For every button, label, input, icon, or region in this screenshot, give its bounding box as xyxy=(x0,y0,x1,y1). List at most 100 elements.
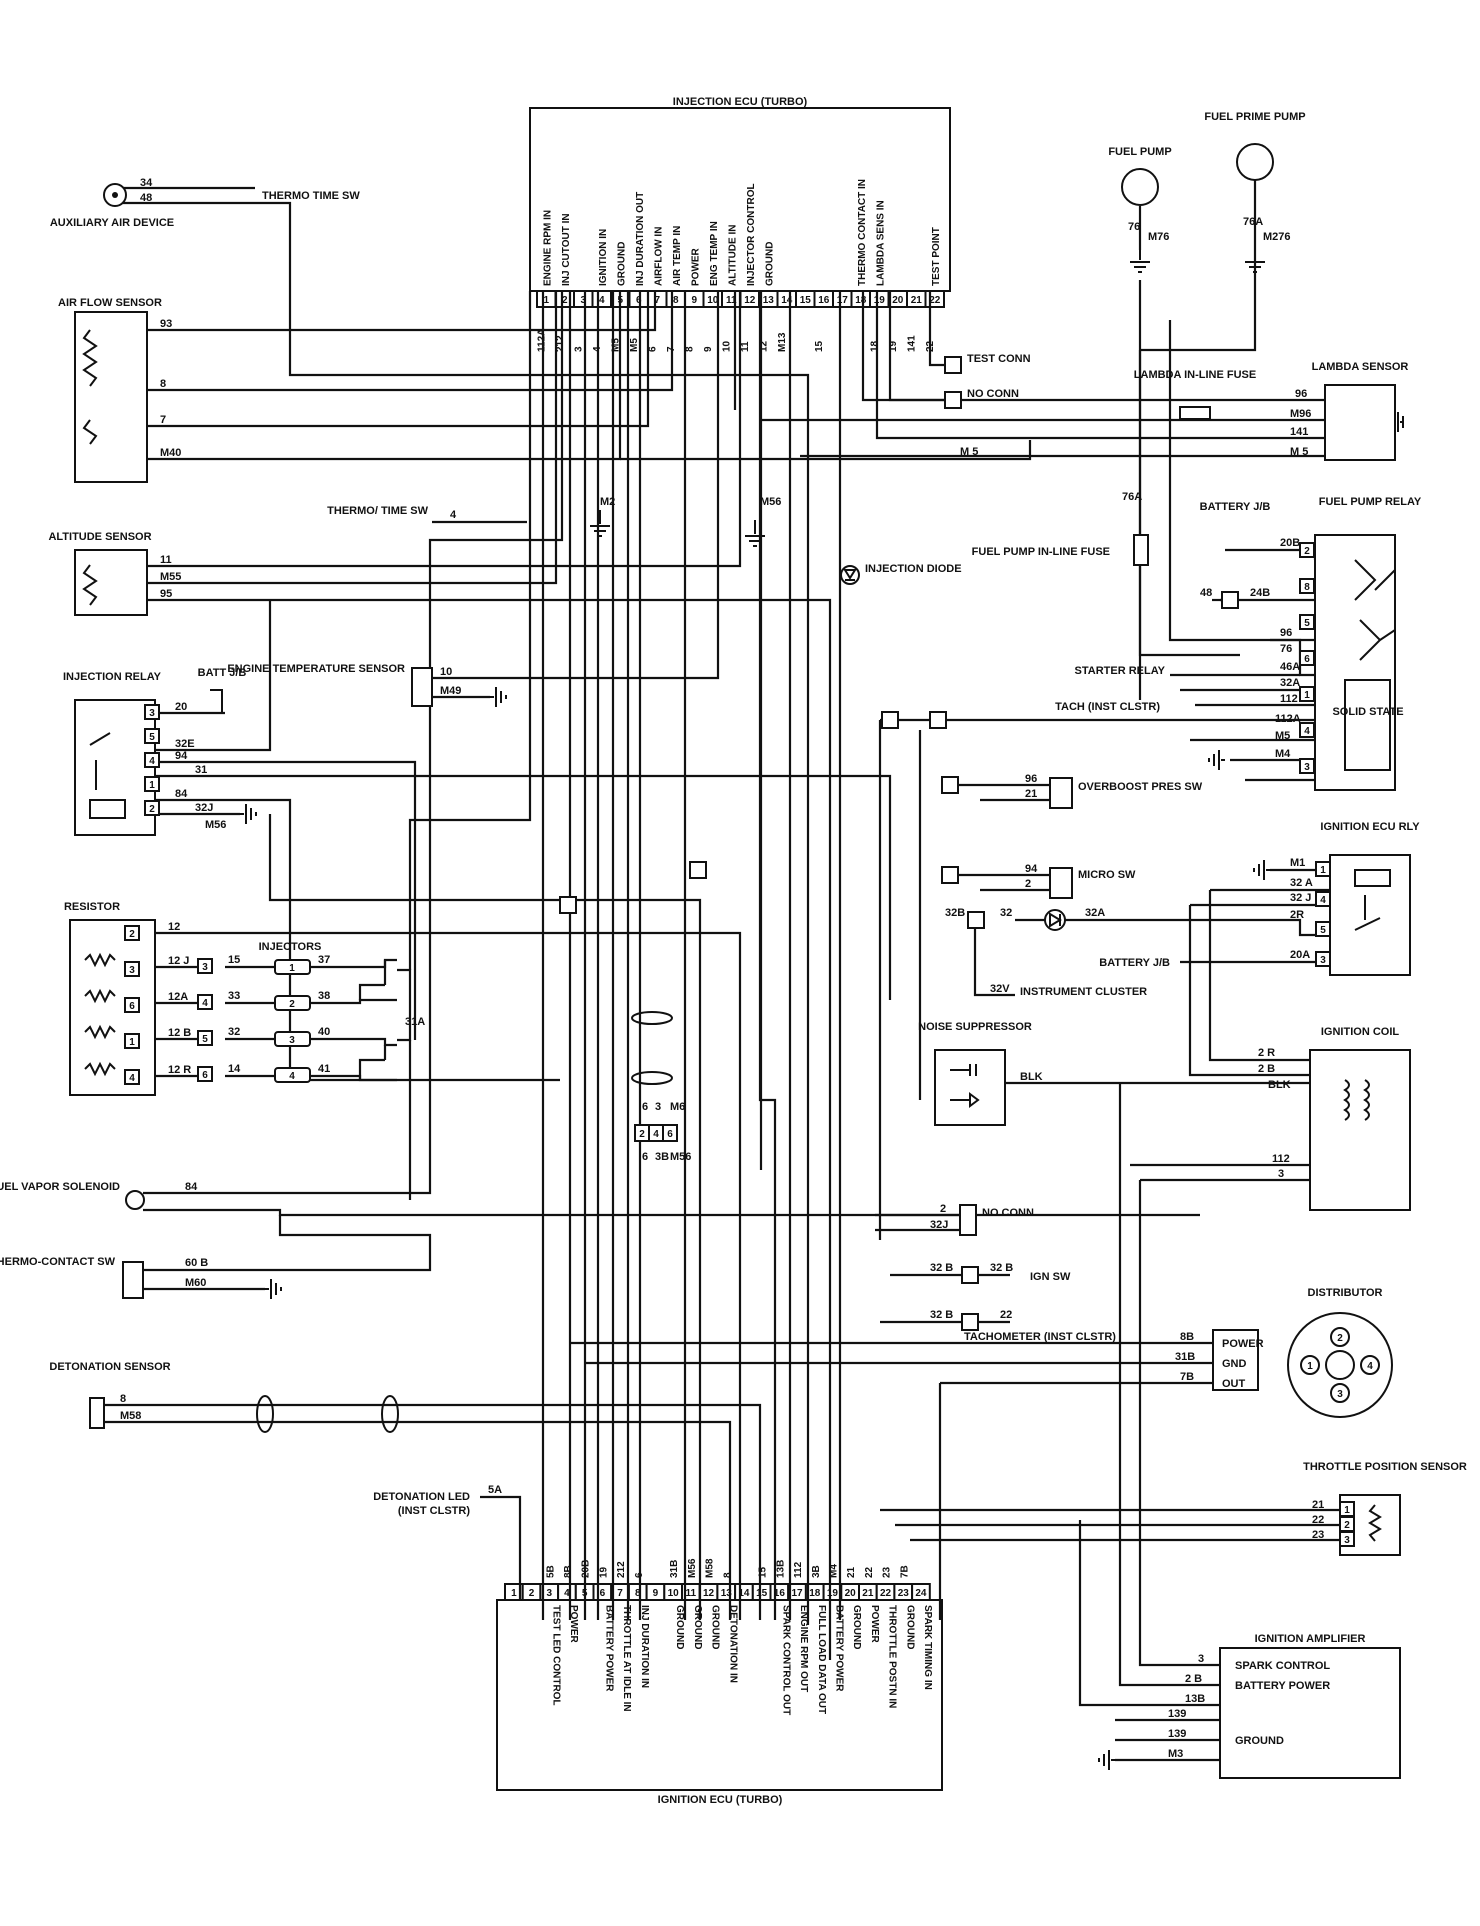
dist-out-label: OUT xyxy=(1222,1378,1246,1390)
amp-spark-control-label: SPARK CONTROL xyxy=(1235,1660,1330,1672)
injector-number: 2 xyxy=(289,999,295,1010)
resistor-pin-number: 3 xyxy=(129,965,135,976)
injection-ecu-pin-number: 21 xyxy=(911,295,923,306)
injection-ecu-pin-number: 2 xyxy=(562,295,568,306)
wire-label: 48 xyxy=(1200,587,1212,599)
throttle-position-sensor-pin-number: 3 xyxy=(1344,1535,1350,1546)
injection-ecu-wire-label: 6 xyxy=(647,346,658,352)
wire-label: 112A xyxy=(1275,713,1301,725)
ignition-ecu-pin-number: 23 xyxy=(898,1588,910,1599)
fuel-pump-relay-pin xyxy=(1299,614,1315,630)
wire-label: 5A xyxy=(488,1484,502,1496)
fuel-pump-relay-pin xyxy=(1299,650,1315,666)
altitude-sensor-label: ALTITUDE SENSOR xyxy=(48,531,151,543)
detonation-led-label: DETONATION LED xyxy=(373,1491,470,1503)
wire-harness xyxy=(102,180,1340,1762)
throttle-position-sensor: THROTTLE POSITION SENSOR 123 21 22 23 xyxy=(1303,1461,1467,1556)
wire-label: 32 xyxy=(1000,907,1012,919)
wire-label: 12 xyxy=(168,921,180,933)
ignition-ecu-pin-label: BATTERY POWER xyxy=(833,1605,844,1692)
resistor-pin xyxy=(124,961,140,977)
wire-label: 112 xyxy=(1280,693,1298,705)
injector-number: 1 xyxy=(289,963,295,974)
ignition-ecu-pin-number: 7 xyxy=(617,1588,623,1599)
injection-relay-pin-number: 5 xyxy=(149,732,155,743)
ignition-ecu-relay-pin-number: 4 xyxy=(1320,895,1326,906)
wire-label: M56 xyxy=(670,1151,691,1163)
air-flow-sensor-label: AIR FLOW SENSOR xyxy=(58,297,162,309)
ignition-ecu-pin-number: 18 xyxy=(809,1588,821,1599)
wire-label: 24B xyxy=(1250,587,1270,599)
wire-label: 31 xyxy=(195,764,207,776)
ignition-ecu-pin-number: 9 xyxy=(653,1588,659,1599)
wire-label: 6 xyxy=(642,1151,648,1163)
wire-label: M4 xyxy=(1275,748,1291,760)
injection-ecu-pin-label: ALTITUDE IN xyxy=(727,225,738,286)
noise-suppressor-label: NOISE SUPPRESSOR xyxy=(918,1021,1032,1033)
injection-relay-pin xyxy=(144,800,160,816)
noise-suppressor: NOISE SUPPRESSOR BLK xyxy=(918,1021,1043,1126)
wire-label: 20A xyxy=(1290,949,1310,961)
injection-ecu-pin-label: INJECTOR CONTROL xyxy=(746,183,757,286)
wire-label: 3 xyxy=(655,1101,661,1113)
ignition-ecu-rly-label: IGNITION ECU RLY xyxy=(1320,821,1420,833)
ignition-ecu-relay-pin xyxy=(1315,861,1331,877)
injectors-label: INJECTORS xyxy=(259,941,322,953)
lambda-inline-fuse: LAMBDA IN-LINE FUSE xyxy=(1134,369,1256,420)
resistor-label: RESISTOR xyxy=(64,901,120,913)
wire-label: BLK xyxy=(1020,1071,1043,1083)
wire-label: 12A xyxy=(168,991,188,1003)
wire-label: M76 xyxy=(1148,231,1169,243)
fuel-pump-relay-pin xyxy=(1299,578,1315,594)
injection-ecu-pin-label: AIRFLOW IN xyxy=(653,227,664,286)
wire-label: 60 B xyxy=(185,1257,208,1269)
injection-ecu-pin-number: 18 xyxy=(855,295,867,306)
injection-ecu-wire-label: M5 xyxy=(610,338,621,352)
injector-connector-pin xyxy=(197,1066,213,1082)
injection-ecu-pin-number: 22 xyxy=(929,295,941,306)
thermo-time-sw-label: THERMO TIME SW xyxy=(262,190,360,202)
wire-label: 21 xyxy=(1025,788,1037,800)
ignition-ecu-pin-number: 12 xyxy=(703,1588,715,1599)
wire-label: 2 R xyxy=(1258,1047,1275,1059)
injector-connector-pin-number: 6 xyxy=(202,1070,208,1081)
dist-power-label: POWER xyxy=(1222,1338,1264,1350)
ignition-ecu-wire-label: 112 xyxy=(793,1561,804,1578)
ignition-ecu-wire-label: 3B xyxy=(811,1565,822,1578)
ignition-ecu-relay-pin-number: 1 xyxy=(1320,865,1326,876)
fuel-prime-pump-label: FUEL PRIME PUMP xyxy=(1204,111,1305,123)
fuel-pump-relay-pin xyxy=(1299,758,1315,774)
injection-ecu-pin-label: IGNITION IN xyxy=(598,229,609,286)
altitude-sensor: ALTITUDE SENSOR 11 M55 95 xyxy=(48,531,181,616)
wire-label: 141 xyxy=(1290,426,1308,438)
ignition-ecu-pin-label: BATTERY POWER xyxy=(603,1605,614,1692)
wire-label: 7 xyxy=(160,414,166,426)
injection-ecu-pin-label: LAMBDA SENS IN xyxy=(875,200,886,286)
wire-label: 76A xyxy=(1122,491,1142,503)
fuel-pump-relay-pin-number: 5 xyxy=(1304,618,1310,629)
thermo-time-switch: THERMO/ TIME SW 4 xyxy=(327,505,457,521)
wire-label: 20B xyxy=(1280,537,1300,549)
injector-connector-pin xyxy=(197,1030,213,1046)
injection-ecu-pin-number: 15 xyxy=(800,295,812,306)
injection-ecu-wire-label: 10 xyxy=(721,340,732,352)
injection-ecu-pin-label: GROUND xyxy=(764,242,775,286)
ignition-ecu-wire-label: 31B xyxy=(669,1560,680,1578)
engine-temperature-sensor: ENGINE TEMPERATURE SENSOR 10 M49 xyxy=(227,663,461,707)
ignition-ecu-pin-label: GROUND xyxy=(674,1605,685,1649)
injection-ecu-pin-label: GROUND xyxy=(616,242,627,286)
wire-label: 12 R xyxy=(168,1064,191,1076)
wire-label: 14 xyxy=(228,1063,241,1075)
ignition-ecu-pin-label: INJ DURATION IN xyxy=(639,1605,650,1688)
fuel-pump-relay-pin xyxy=(1299,686,1315,702)
injection-ecu-wire-label: M13 xyxy=(777,332,788,352)
starter-relay-tach: STARTER RELAY TACH (INST CLSTR) xyxy=(881,665,1166,729)
ignition-ecu-pin-number: 16 xyxy=(774,1588,786,1599)
injection-ecu-pin-label: ENGINE RPM IN xyxy=(542,210,553,286)
solid-state-label: SOLID STATE xyxy=(1332,706,1403,718)
ignition-ecu-pin-number: 19 xyxy=(827,1588,839,1599)
tach-label: TACH (INST CLSTR) xyxy=(1055,701,1160,713)
detonation-led-sub-label: (INST CLSTR) xyxy=(398,1505,470,1517)
injection-ecu-wire-label: 15 xyxy=(814,340,825,352)
